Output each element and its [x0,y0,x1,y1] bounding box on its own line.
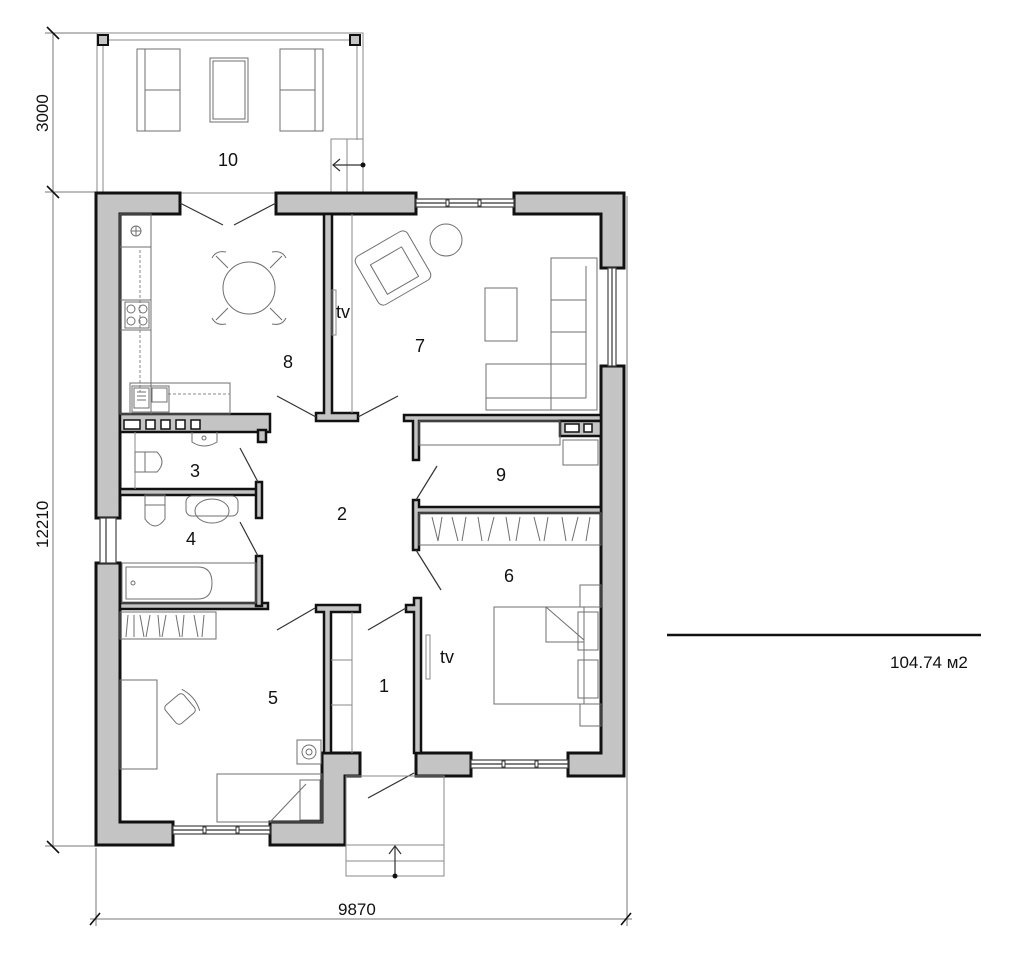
doors [179,202,442,799]
windows [99,198,617,835]
stairs-icon [330,138,366,194]
room-label-3: 3 [190,461,200,481]
coffee-table-icon [484,287,518,342]
desk-icon [119,679,158,770]
column-icon [97,34,109,46]
washbasin-icon [185,495,239,524]
toilet-icon [144,494,166,527]
cabinet-row-icon [123,419,201,430]
exterior-walls [94,191,626,847]
cooktop-icon [124,301,150,329]
terrace-depth-dimension: 3000 [33,94,52,132]
total-area: 104.74 м2 [890,653,968,672]
terrace-door-right [233,202,277,226]
room-label-9: 9 [496,465,506,485]
room-label-10: 10 [218,150,238,170]
coffee-table-icon [209,57,249,123]
armchair-icon [136,48,181,132]
entry-steps-icon [345,775,445,879]
armchair-icon [354,230,432,306]
column-icon [349,34,361,46]
tv-stand-icon [331,289,337,336]
room-label-7: 7 [415,336,425,356]
corner-sofa-icon [485,257,598,411]
dining-table-icon [211,251,287,325]
bedroom-furniture [418,512,602,727]
room-label-4: 4 [186,529,196,549]
tv-label-bedroom: tv [440,647,454,667]
washbasin-icon [191,432,218,447]
tv-stand-icon [425,634,431,680]
toilet-icon [134,451,163,473]
bed-icon [216,773,323,823]
room-label-5: 5 [268,688,278,708]
interior-walls [118,212,603,755]
side-table-icon [429,223,463,257]
terrace-door-left [179,202,224,226]
office-chair-icon [164,688,201,725]
wardrobe-icon [119,611,217,640]
room-label-8: 8 [283,352,293,372]
hood-icon [130,225,142,237]
armchair-icon [279,48,324,132]
wardrobe-icon [418,512,602,546]
walk-in-closet-furniture [418,420,599,466]
terrace [96,32,366,194]
boiler-icon [296,739,322,765]
sink-icon [131,385,170,413]
study-furniture [119,611,353,823]
living-furniture [331,214,598,413]
bathtub-icon [121,562,257,604]
kitchen-furniture [119,213,287,430]
house-depth-dimension: 12210 [33,501,52,548]
room-label-1: 1 [379,676,389,696]
tv-label-living: tv [336,302,350,322]
bathroom-furniture [121,432,257,604]
room-label-2: 2 [337,504,347,524]
room-label-6: 6 [504,566,514,586]
double-bed-icon [493,584,602,727]
house-width-dimension: 9870 [338,900,376,919]
